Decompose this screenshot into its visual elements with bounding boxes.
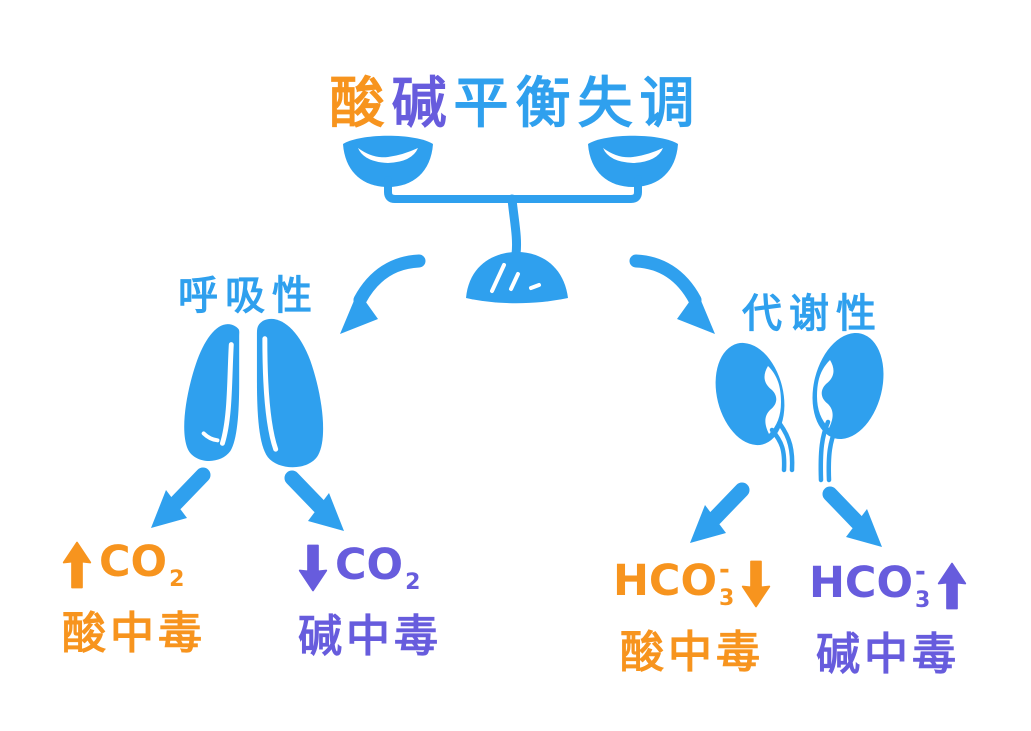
scale-base: [466, 252, 568, 304]
up-arrow-icon: [62, 541, 92, 589]
outcome-metabolic-alkalosis: HCO-3 碱中毒: [808, 558, 968, 682]
title-acid: 酸: [329, 71, 392, 135]
arrow-down-left-icon: [690, 482, 750, 543]
molecule-base: HCO: [808, 558, 914, 608]
molecule-base: CO: [99, 537, 168, 587]
right-kidney: [812, 332, 884, 440]
left-kidney: [715, 342, 785, 446]
arrow-down-left-icon: [151, 467, 211, 528]
result-label: 酸中毒: [620, 627, 764, 678]
molecule-formula: HCO-3: [612, 555, 735, 611]
result-label: 碱中毒: [298, 611, 442, 662]
title-rest: 平衡失调: [453, 71, 702, 135]
kidneys-icon: [715, 332, 884, 483]
molecule-subscript: 3: [719, 586, 735, 611]
down-arrow-icon: [298, 544, 328, 592]
balance-scale-icon: [343, 135, 678, 304]
arrow-down-right-icon: [822, 486, 882, 547]
left-pan: [343, 135, 433, 187]
curved-arrow-right-icon: [629, 254, 715, 334]
formula-row: HCO-3: [809, 558, 967, 614]
molecule-superscript: -: [915, 557, 926, 587]
outcome-metabolic-acidosis: HCO-3 酸中毒: [612, 556, 772, 680]
scale-beam: [384, 175, 642, 259]
page-title: 酸碱平衡失调: [0, 58, 1031, 138]
arrow-down-right-icon: [284, 470, 344, 531]
molecule-formula: HCO-3: [808, 557, 931, 613]
molecule-base: HCO: [612, 556, 718, 606]
down-arrow-icon: [741, 560, 771, 608]
branch-label-metabolic: 代谢性: [742, 291, 883, 337]
title-base: 碱: [391, 71, 454, 135]
formula-row: HCO-3: [613, 556, 771, 612]
result-label: 酸中毒: [62, 608, 206, 659]
molecule-base: CO: [335, 540, 404, 590]
branch-label-respiratory: 呼吸性: [178, 273, 319, 319]
molecule-subscript: 2: [169, 567, 185, 592]
molecule-superscript: -: [719, 555, 730, 585]
molecule-subscript: 3: [915, 588, 931, 613]
result-label: 碱中毒: [816, 629, 960, 680]
lungs-icon: [184, 318, 324, 468]
curved-arrow-left-icon: [340, 254, 426, 334]
right-pan: [588, 135, 678, 187]
molecule-subscript: 2: [405, 570, 421, 595]
up-arrow-icon: [937, 562, 967, 610]
right-lung: [256, 318, 324, 468]
